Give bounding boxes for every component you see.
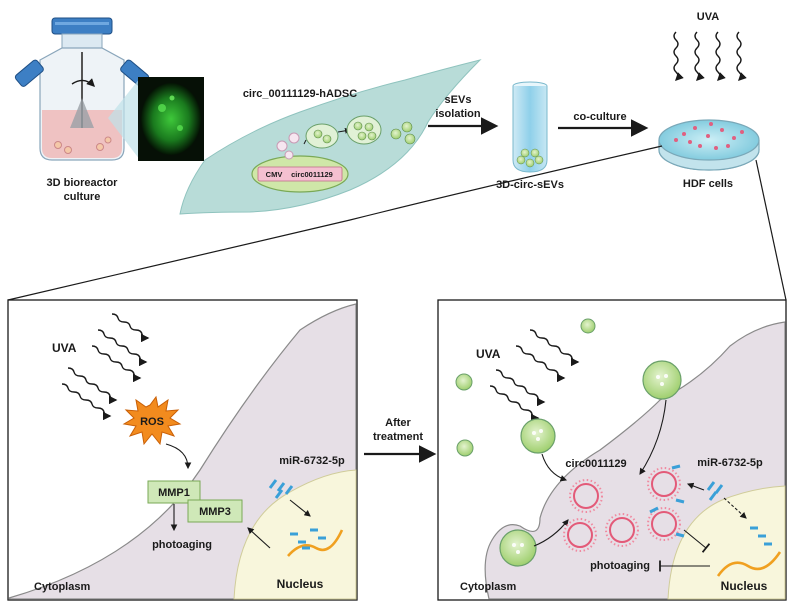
cmv-label: CMV xyxy=(266,170,283,179)
cell-title: circ_00111129-hADSC xyxy=(243,88,357,100)
right-panel xyxy=(437,299,787,601)
uva-rays-top xyxy=(673,31,747,81)
sev-tube xyxy=(512,81,548,173)
right-cytoplasm-label: Cytoplasm xyxy=(460,581,516,593)
circ-label: circ0011129 xyxy=(291,170,333,179)
right-nucleus-label: Nucleus xyxy=(721,579,768,593)
right-mrna xyxy=(716,526,782,577)
right-sevs xyxy=(455,318,682,567)
mmp3-label: MMP3 xyxy=(199,506,231,518)
connector-right xyxy=(755,159,787,301)
left-cytoplasm-label: Cytoplasm xyxy=(34,581,90,593)
right-mirna-label: miR-6732-5p xyxy=(697,457,763,469)
ros-burst xyxy=(122,395,182,446)
left-uva-rays xyxy=(61,313,150,421)
left-mirna-label: miR-6732-5p xyxy=(279,455,345,467)
mmp1-box xyxy=(147,480,201,504)
right-photoaging-label: photoaging xyxy=(590,560,650,572)
left-photoaging-label: photoaging xyxy=(152,539,212,551)
left-mirna-cluster xyxy=(268,479,294,499)
released-sev xyxy=(404,133,416,145)
mmp1-label: MMP1 xyxy=(158,487,190,499)
circrna-rings xyxy=(563,467,681,552)
ros-to-mmp-arrow xyxy=(165,443,192,470)
fluorescent-spheroid xyxy=(141,83,201,155)
after-label-2: treatment xyxy=(373,431,423,443)
released-sev xyxy=(401,121,413,133)
isolation-label-2: isolation xyxy=(435,108,481,120)
coculture-label: co-culture xyxy=(573,111,626,123)
released-sev xyxy=(390,128,402,140)
plasmid-construct xyxy=(257,166,343,182)
bioreactor-label-2: culture xyxy=(64,191,101,203)
left-uva-label: UVA xyxy=(52,341,77,355)
right-nucleus xyxy=(667,485,786,600)
bound-mirna xyxy=(649,464,685,538)
right-mirna-cluster xyxy=(706,481,724,501)
petri-dish xyxy=(658,119,760,171)
dish-label: HDF cells xyxy=(683,178,733,190)
ros-label: ROS xyxy=(140,416,164,428)
right-uva-label: UVA xyxy=(476,347,501,361)
mirna-to-nucleus-arrow xyxy=(289,499,311,517)
isolation-label-1: sEVs xyxy=(445,94,472,106)
left-nucleus-label: Nucleus xyxy=(277,577,324,591)
after-label-1: After xyxy=(385,417,411,429)
left-panel xyxy=(7,299,358,601)
mmp3-box xyxy=(187,499,243,523)
uva-label-top: UVA xyxy=(697,11,719,23)
left-mrna xyxy=(287,528,344,557)
zoom-cone xyxy=(108,78,140,160)
connector-left xyxy=(7,145,663,301)
right-circ-label: circ0011129 xyxy=(565,458,626,470)
right-uva-rays xyxy=(489,329,580,423)
bioreactor-label-1: 3D bioreactor xyxy=(47,177,119,189)
sev-cargo xyxy=(512,374,668,554)
tube-label: 3D-circ-sEVs xyxy=(496,179,564,191)
nucleus-to-mmp-arrow xyxy=(247,527,271,549)
mvb-1 xyxy=(305,123,339,149)
